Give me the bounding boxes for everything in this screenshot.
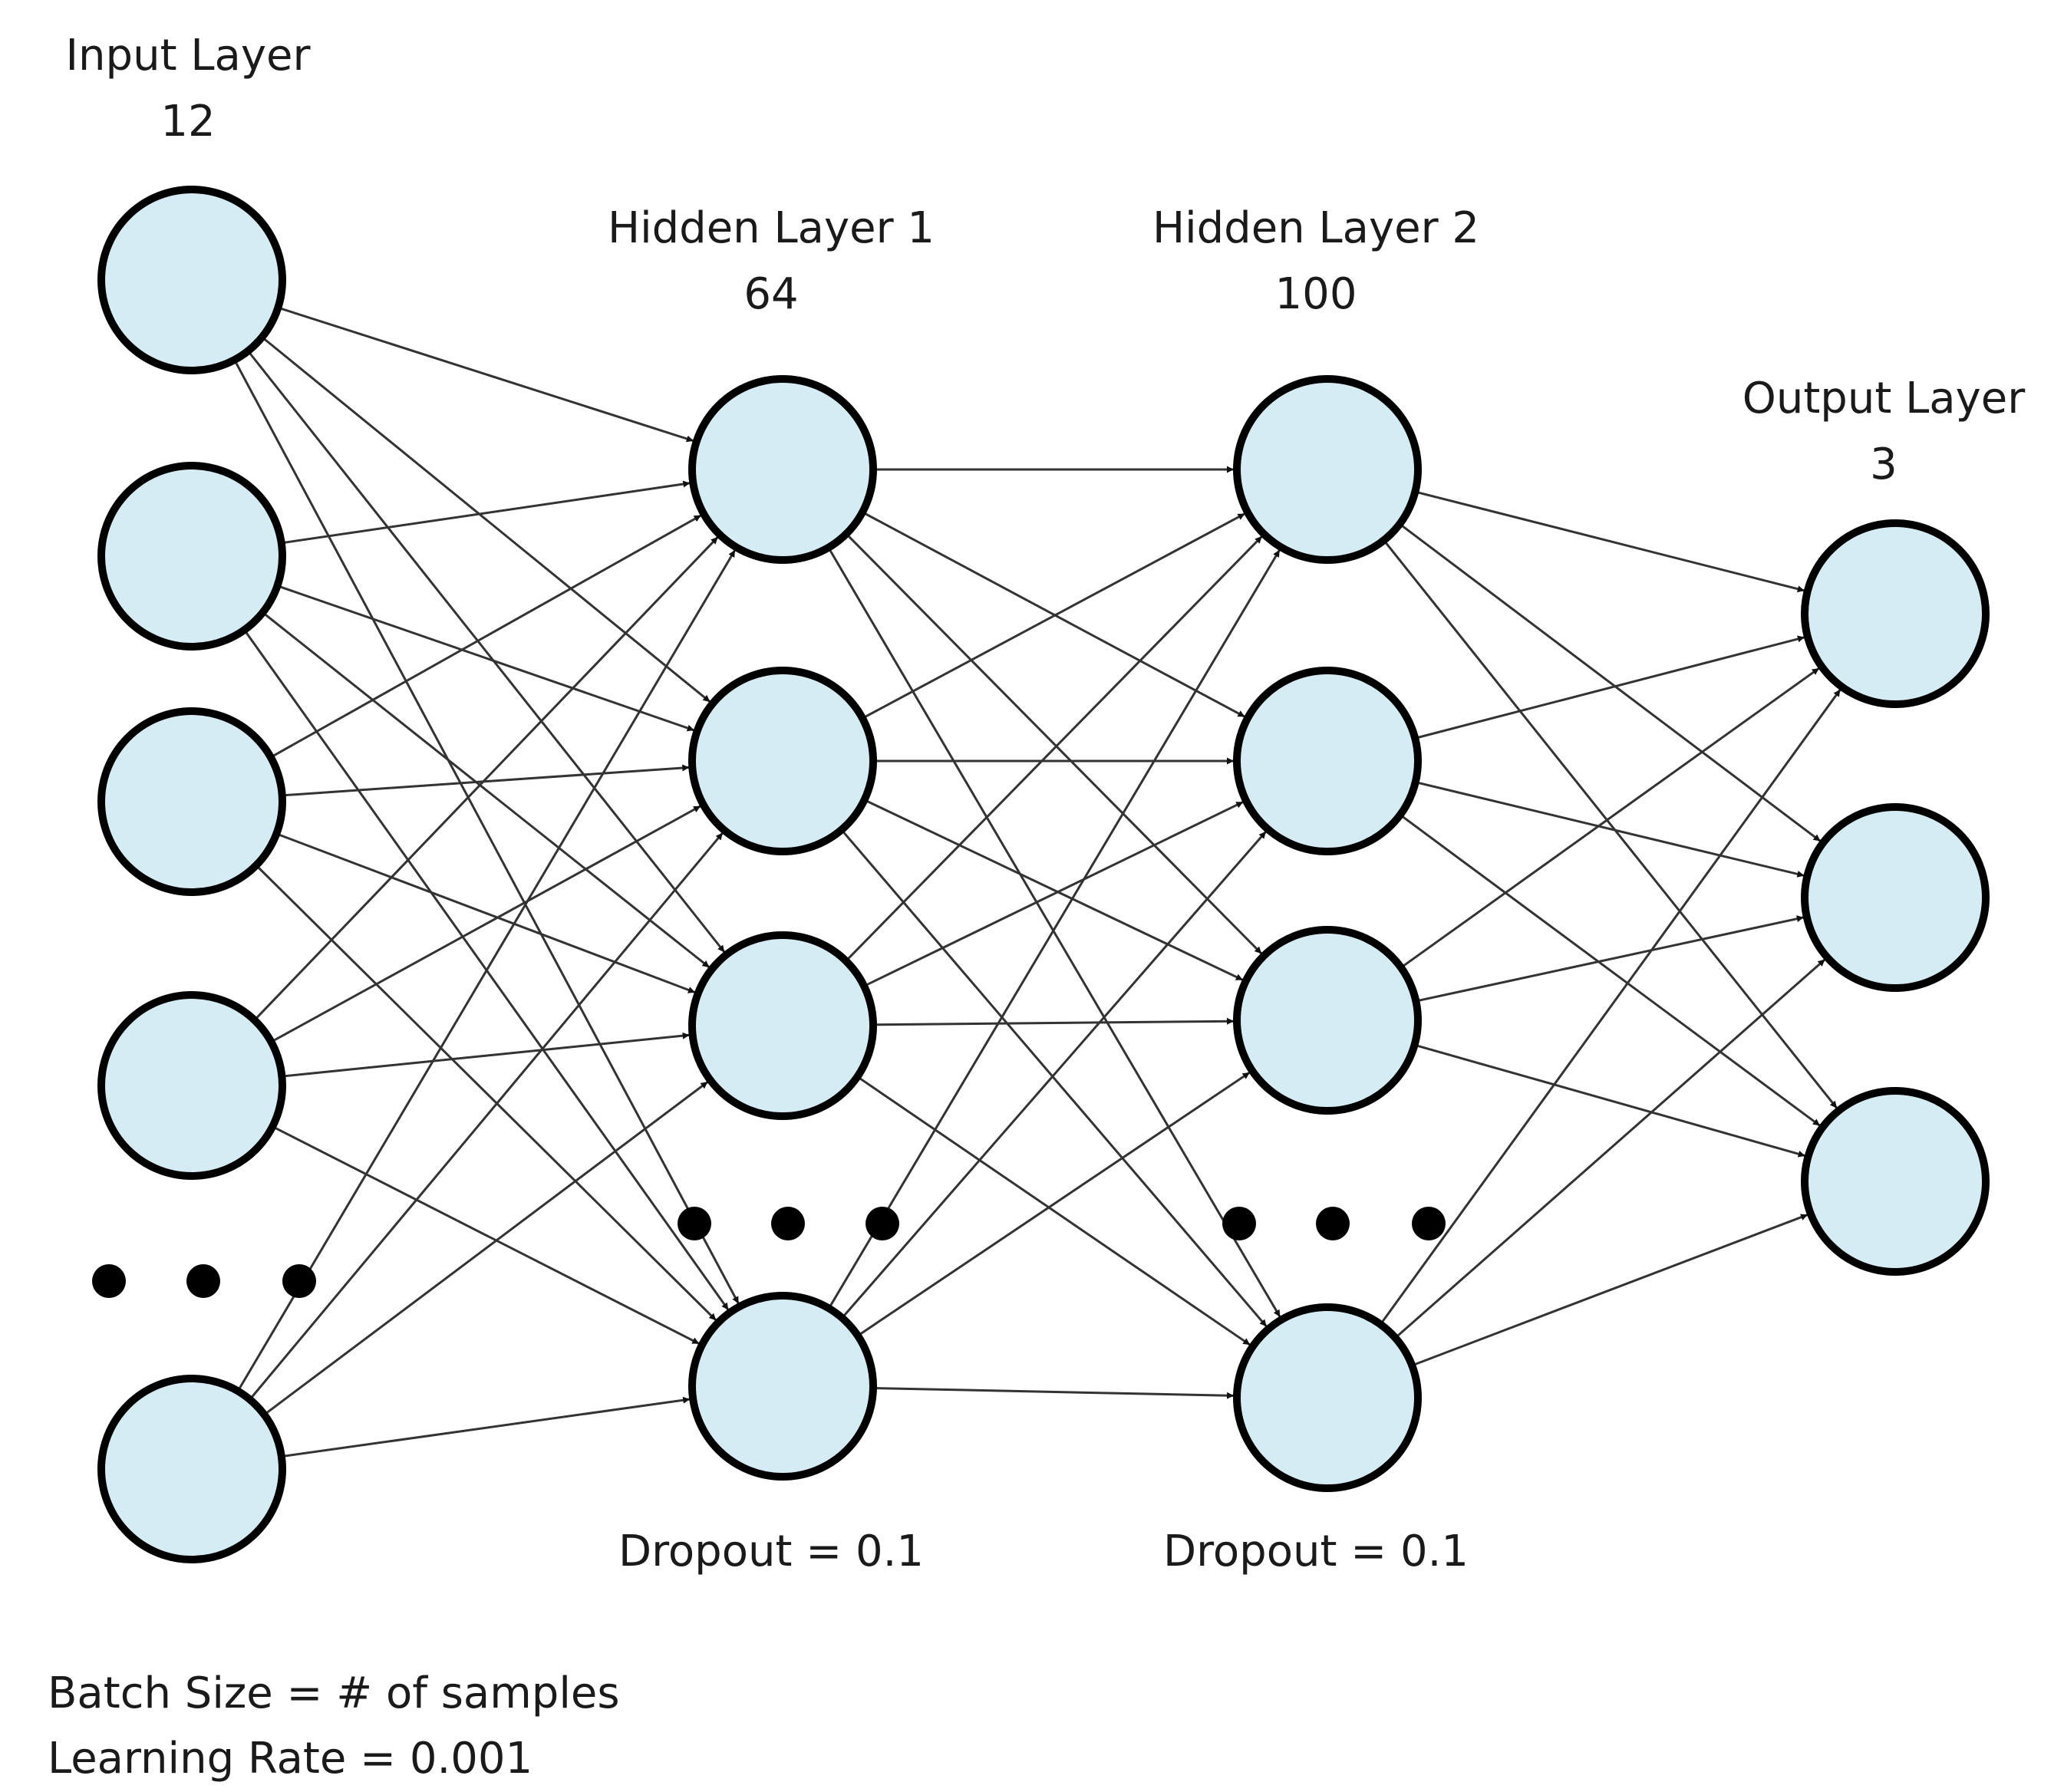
hidden-layer-1-size: 64 xyxy=(744,269,799,319)
connection-line xyxy=(845,532,1263,955)
connection-line xyxy=(857,1071,1251,1337)
neuron-node xyxy=(97,707,286,896)
connection-line xyxy=(282,1032,690,1078)
connection-line xyxy=(277,306,694,443)
neuron-node xyxy=(1801,803,1990,992)
connection-line xyxy=(270,805,701,1043)
connection-line xyxy=(261,336,711,703)
neuron-node xyxy=(1801,519,1990,708)
connection-line xyxy=(270,514,702,759)
output-layer-size: 3 xyxy=(1870,440,1897,489)
connection-line xyxy=(253,536,719,1021)
connection-line xyxy=(845,535,1263,962)
neuron-node xyxy=(97,991,286,1180)
connection-line xyxy=(863,800,1244,987)
connection-line xyxy=(827,547,1281,1318)
connection-line xyxy=(872,1017,1235,1026)
connection-line xyxy=(263,1081,709,1416)
neuron-node xyxy=(1233,926,1422,1115)
neuron-node xyxy=(688,375,877,564)
neuron-node xyxy=(688,931,877,1120)
connection-line xyxy=(1414,635,1805,740)
output-layer-name: Output Layer xyxy=(1742,374,2026,423)
hidden-layer-1-dropout: Dropout = 0.1 xyxy=(618,1527,925,1576)
connection-line xyxy=(236,549,737,1392)
connection-line xyxy=(255,864,717,1322)
connection-line xyxy=(840,828,1268,1328)
hidden-layer-1-name: Hidden Layer 1 xyxy=(607,203,935,253)
ellipsis-dot xyxy=(1222,1207,1256,1240)
connection-line xyxy=(281,480,691,545)
ellipsis-dot xyxy=(1412,1207,1446,1240)
connection-line xyxy=(1379,688,1841,1326)
connection-line xyxy=(1415,781,1805,878)
connection-line xyxy=(827,549,1281,1309)
ellipsis-dot xyxy=(678,1207,711,1240)
connection-line xyxy=(1414,490,1805,593)
connection-line xyxy=(233,359,740,1305)
ellipsis-dot xyxy=(771,1207,805,1240)
connection-line xyxy=(862,511,1246,718)
connection-line xyxy=(863,799,1244,981)
connection-line xyxy=(1414,1043,1806,1158)
neuron-node xyxy=(97,186,286,374)
ellipsis-dot xyxy=(186,1264,220,1298)
connection-line xyxy=(841,831,1267,1319)
connection-line xyxy=(1399,522,1822,842)
hidden-layer-2-dropout: Dropout = 0.1 xyxy=(1162,1527,1469,1576)
connection-line xyxy=(1411,1214,1808,1367)
batch-size-note: Batch Size = # of samples xyxy=(48,1668,620,1718)
connection-line xyxy=(862,512,1246,720)
connection-line xyxy=(282,764,690,797)
connection-line xyxy=(1416,915,1805,1003)
connection-line xyxy=(249,832,724,1401)
input-layer-title: Input Layer 12 xyxy=(66,23,311,155)
neuron-node xyxy=(688,667,877,855)
ellipsis-dot xyxy=(1316,1207,1350,1240)
neuron-node xyxy=(1233,375,1422,564)
connection-line xyxy=(262,611,711,969)
neuron-node xyxy=(97,1375,286,1563)
ellipsis-dots xyxy=(92,1207,1446,1298)
hidden-layer-2-size: 100 xyxy=(1274,269,1357,319)
output-layer-title: Output Layer 3 xyxy=(1743,366,2025,498)
hidden-layer-2-name: Hidden Layer 2 xyxy=(1152,203,1480,253)
neuron-node xyxy=(1233,1303,1422,1492)
hidden-layer-2-title: Hidden Layer 2 100 xyxy=(1152,196,1479,328)
connection-line xyxy=(276,585,695,732)
connection-line xyxy=(275,832,696,994)
neuron-node xyxy=(1233,667,1422,855)
neuron-node xyxy=(1801,1087,1990,1276)
ellipsis-dot xyxy=(282,1264,316,1298)
neurons xyxy=(97,186,1990,1563)
input-layer-name: Input Layer xyxy=(65,31,311,81)
connection-line xyxy=(1399,814,1821,1127)
connections xyxy=(233,306,1841,1458)
connection-line xyxy=(1400,667,1820,969)
ellipsis-dot xyxy=(92,1264,126,1298)
connection-line xyxy=(247,350,726,954)
neuron-node xyxy=(97,462,286,651)
connection-line xyxy=(872,1386,1235,1399)
connection-line xyxy=(856,1076,1251,1346)
input-layer-size: 12 xyxy=(160,97,216,147)
learning-rate-note: Learning Rate = 0.001 xyxy=(48,1734,533,1784)
hidden-layer-1-title: Hidden Layer 1 64 xyxy=(608,196,935,328)
connection-line xyxy=(1383,539,1838,1109)
connection-line xyxy=(1394,958,1826,1339)
neuron-node xyxy=(688,1292,877,1481)
connection-line xyxy=(281,1396,691,1458)
connection-line xyxy=(272,1125,700,1345)
ellipsis-dot xyxy=(865,1207,899,1240)
